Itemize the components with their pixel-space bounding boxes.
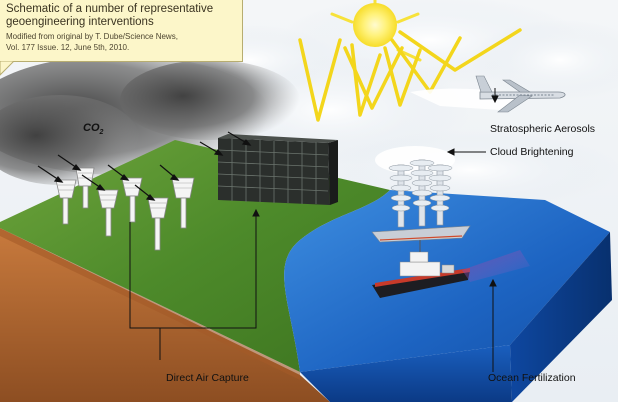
caption-title-line-2: geoengineering interventions bbox=[6, 15, 154, 28]
air-capture-wall bbox=[217, 134, 338, 205]
sunlight-rays bbox=[298, 28, 522, 122]
callout-lines bbox=[129, 88, 499, 372]
caption-pointer bbox=[0, 61, 15, 76]
caption-credit-line-1: Modified from original by T. Dube/Scienc… bbox=[6, 32, 178, 41]
air-capture-trees bbox=[55, 167, 195, 251]
fertilization-plume bbox=[462, 250, 530, 282]
smog-cloud bbox=[0, 55, 300, 185]
caption-box: Schematic of a number of representative … bbox=[0, 0, 243, 62]
ocean-depth-side bbox=[510, 232, 612, 402]
caption-title-line-1: Schematic of a number of representative bbox=[6, 3, 214, 15]
co2-label: CO2 bbox=[83, 122, 103, 136]
direct-air-capture-label: Direct Air Capture bbox=[166, 372, 249, 384]
cloud-brightening-label: Cloud Brightening bbox=[490, 146, 574, 158]
co2-arrows bbox=[37, 131, 252, 201]
co2-label-text: CO bbox=[83, 122, 100, 134]
research-ship bbox=[372, 240, 470, 298]
cloud-brightening-towers bbox=[371, 146, 471, 243]
airplane-icon bbox=[475, 75, 566, 113]
co2-label-subscript: 2 bbox=[99, 129, 104, 137]
caption-credit: Modified from original by T. Dube/Scienc… bbox=[6, 31, 236, 53]
stratospheric-aerosols-label: Stratospheric Aerosols bbox=[490, 123, 596, 135]
ocean-fertilization-label: Ocean Fertilization bbox=[488, 372, 576, 384]
ocean-depth-front bbox=[300, 345, 512, 402]
caption-credit-line-2: Vol. 177 Issue. 12, June 5th, 2010. bbox=[6, 43, 130, 52]
